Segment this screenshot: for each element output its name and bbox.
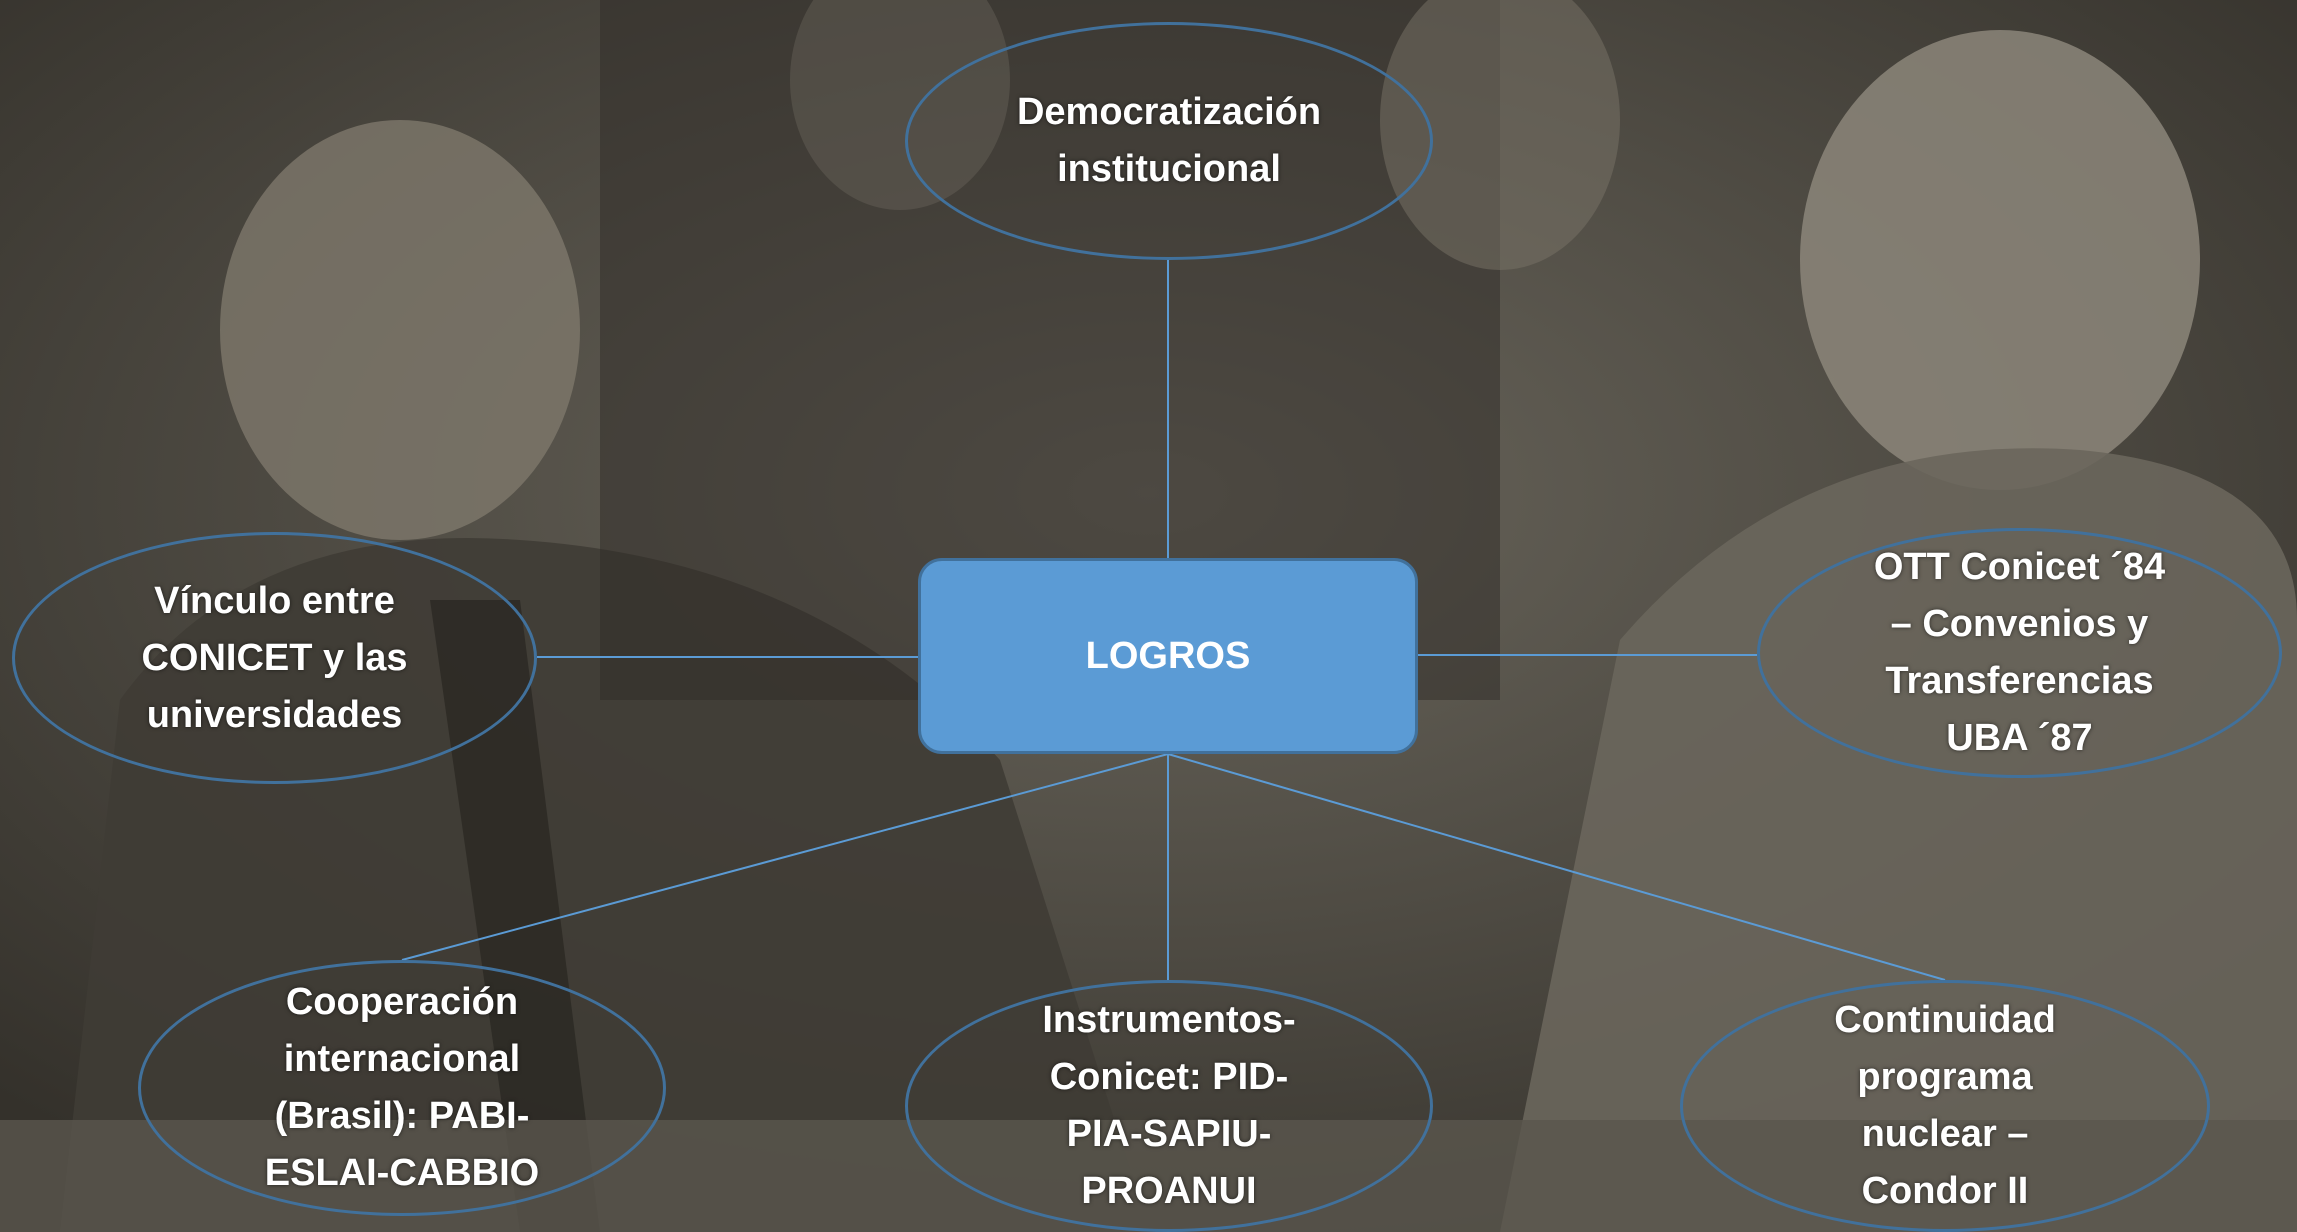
- node-vinculo: Vínculo entre CONICET y las universidade…: [12, 532, 537, 784]
- connector-bottom-right: [1167, 753, 1946, 981]
- node-text-line: Cooperación: [285, 981, 519, 1023]
- node-text-line: ESLAI-CABBIO: [264, 1152, 540, 1194]
- node-text-line: OTT Conicet ´84: [1873, 546, 2166, 588]
- node-text-line: CONICET y las: [141, 636, 408, 679]
- node-text-line: nuclear –: [1861, 1113, 2029, 1155]
- connector-bottom-left: [401, 753, 1169, 961]
- node-text-line: Democratización: [1016, 91, 1322, 133]
- node-text-line: UBA ´87: [1946, 717, 2093, 759]
- center-label: LOGROS: [1085, 634, 1251, 677]
- node-text-line: Transferencias: [1885, 660, 2154, 702]
- node-text-line: PIA-SAPIU-: [1066, 1113, 1272, 1155]
- node-democratizacion: Democratización institucional: [905, 22, 1433, 260]
- node-text-line: Instrumentos-: [1042, 999, 1296, 1041]
- node-text-line: Conicet: PID-: [1049, 1056, 1289, 1098]
- node-text-line: Condor II: [1861, 1170, 2029, 1212]
- node-text-line: universidades: [146, 693, 403, 736]
- center-node: LOGROS: [918, 558, 1418, 754]
- node-instrumentos: Instrumentos- Conicet: PID- PIA-SAPIU- P…: [905, 980, 1433, 1232]
- node-continuidad: Continuidad programa nuclear – Condor II: [1680, 980, 2210, 1232]
- node-text-line: Continuidad: [1834, 999, 2056, 1041]
- node-text-line: internacional: [283, 1038, 521, 1080]
- node-ott-conicet: OTT Conicet ´84 – Convenios y Transferen…: [1757, 528, 2282, 778]
- node-text-line: Vínculo entre: [154, 579, 395, 622]
- node-text-line: programa: [1857, 1056, 2033, 1098]
- node-text-line: – Convenios y: [1890, 603, 2149, 645]
- node-text-line: PROANUI: [1081, 1170, 1257, 1212]
- node-text-line: institucional: [1057, 148, 1281, 190]
- node-text-line: (Brasil): PABI-: [274, 1095, 530, 1137]
- node-cooperacion: Cooperación internacional (Brasil): PABI…: [138, 960, 666, 1216]
